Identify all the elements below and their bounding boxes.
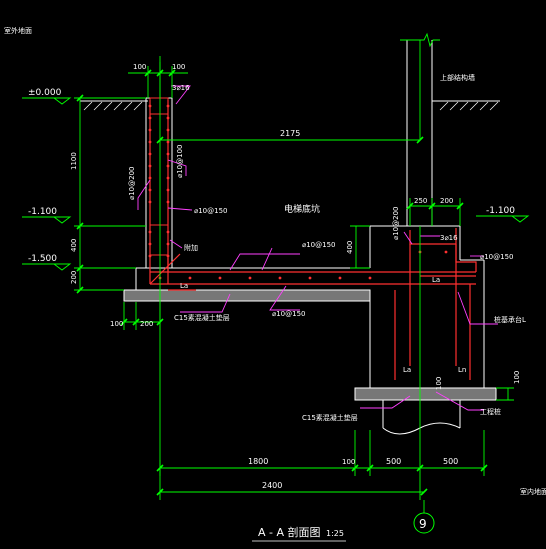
break-line (400, 32, 440, 48)
dim-bottom-2400: 2400 (262, 481, 282, 490)
label-stirrup-right-200: ⌀10@200 (392, 207, 400, 240)
leader-lines (137, 85, 498, 411)
detail-circle-label: 9 (419, 517, 427, 531)
dim-pit-400: 400 (346, 241, 354, 254)
label-pit-name: 电梯底坑 (284, 203, 320, 215)
label-cushion-right: C15素混凝土垫层 (302, 413, 358, 422)
dim-bottom-100: 100 (342, 458, 355, 466)
label-ln-pile: Ln (458, 366, 466, 374)
label-la-left: La (180, 282, 188, 290)
top-left-note: 室外地面 (4, 26, 32, 35)
label-slab-bar-top: ⌀10@150 (302, 241, 335, 249)
label-stirrup-left-200: ⌀10@200 (128, 167, 136, 200)
dim-bot-100: 100 (110, 320, 123, 328)
label-stirrup-left-100: ⌀10@100 (176, 145, 184, 178)
elevation-right-mid: -1.100 (486, 206, 515, 216)
label-3c16-right: 3⌀16 (440, 234, 458, 242)
drawing-title: A - A 剖面图 (258, 525, 321, 539)
dim-left-1100: 1100 (70, 152, 78, 170)
joint-boxes (149, 97, 169, 256)
label-la-right: La (432, 276, 440, 284)
elevation-ground: ±0.000 (28, 88, 62, 98)
label-stirrup-left-150: ⌀10@150 (194, 207, 227, 215)
ground-hatch (83, 101, 499, 111)
label-la-pile: La (403, 366, 411, 374)
dim-bottom-1800: 1800 (248, 457, 268, 466)
cushion-left (123, 289, 371, 302)
dim-top-100-right: 100 (172, 63, 185, 71)
dim-left-400: 400 (70, 239, 78, 252)
label-pile: 工程桩 (480, 407, 501, 416)
drawing-scale: 1:25 (326, 529, 344, 538)
label-pile-offset: 100 (435, 377, 443, 390)
dim-left-200: 200 (70, 271, 78, 284)
elevation-symbols (22, 97, 530, 271)
dimension-ticks (76, 69, 488, 496)
label-cushion-left: C15素混凝土垫层 (174, 313, 230, 322)
structure-outline (135, 40, 485, 435)
cushion-right (354, 387, 497, 401)
dim-bottom-500b: 500 (443, 457, 458, 466)
label-corner-bar: 附加 (184, 243, 198, 252)
dim-bottom-500a: 500 (386, 457, 401, 466)
dim-pit-200: 200 (440, 197, 453, 205)
dimension-lines (74, 40, 514, 500)
dim-bot-200: 200 (140, 320, 153, 328)
dim-pit-250: 250 (414, 197, 427, 205)
label-3c16-left: 3⌀16 (172, 84, 190, 92)
elevation-left-mid: -1.100 (28, 207, 57, 217)
label-stirrup-right-150: ⌀10@150 (480, 253, 513, 261)
rebar (149, 100, 477, 380)
dim-top-100-left: 100 (133, 63, 146, 71)
dim-right-100: 100 (513, 371, 521, 384)
dim-2175: 2175 (280, 129, 300, 138)
label-top-right-wall: 上部结构墙 (440, 73, 475, 82)
elevation-left-bottom: -1.500 (28, 254, 57, 264)
label-slab-bar-bottom: ⌀10@150 (272, 310, 305, 318)
bottom-right-note: 室内地面 (520, 487, 546, 496)
label-pile-cap: 桩基承台L (494, 315, 526, 324)
